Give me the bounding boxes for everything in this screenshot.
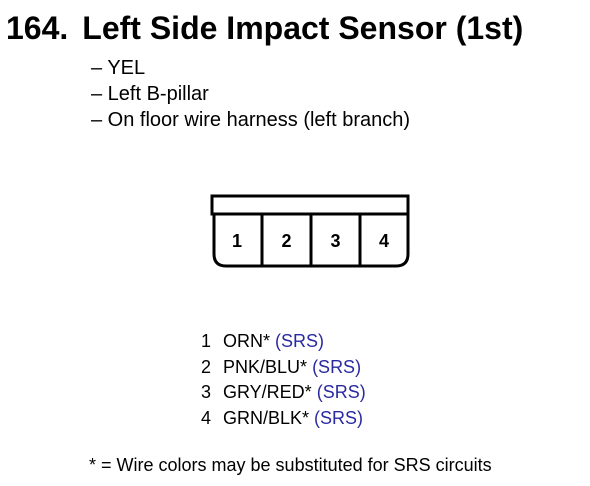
- pin-number: 3: [201, 382, 212, 402]
- pin-wire-color: ORN*: [223, 331, 271, 351]
- terminal-label: 3: [330, 231, 340, 251]
- pin-circuit: (SRS): [312, 356, 362, 377]
- detail-location: – Left B-pillar: [91, 83, 209, 105]
- terminal-label: 1: [232, 231, 242, 251]
- pin-wire-color: PNK/BLU*: [223, 356, 308, 377]
- pin-row: 3 GRY/RED* (SRS): [201, 380, 366, 406]
- detail-harness: – On floor wire harness (left branch): [91, 109, 411, 131]
- connector-diagram: 1 2 3 4: [210, 194, 410, 268]
- pin-number: 1: [201, 331, 212, 351]
- connector-details: – YEL – Left B-pillar – On floor wire ha…: [91, 55, 410, 133]
- terminal-label: 4: [379, 231, 389, 251]
- pin-row: 1 ORN* (SRS): [201, 329, 366, 355]
- pin-circuit: (SRS): [314, 407, 364, 428]
- connector-housing: [210, 194, 410, 268]
- page-title: 164. Left Side Impact Sensor (1st): [6, 8, 523, 48]
- pin-circuit: (SRS): [316, 382, 366, 402]
- pin-wire-color: GRN/BLK*: [223, 407, 310, 428]
- pin-number: 4: [201, 407, 212, 428]
- pin-wire-color: GRY/RED*: [223, 382, 312, 402]
- connector-name: Left Side Impact Sensor (1st): [82, 10, 524, 46]
- pin-row: 4 GRN/BLK* (SRS): [201, 406, 366, 432]
- terminal-label: 2: [281, 231, 291, 251]
- footnote: * = Wire colors may be substituted for S…: [89, 455, 492, 475]
- pin-row: 2 PNK/BLU* (SRS): [201, 355, 366, 381]
- pin-list: 1 ORN* (SRS) 2 PNK/BLU* (SRS) 3 GRY/RED* (S…: [201, 329, 366, 431]
- connector-number: 164.: [6, 10, 69, 46]
- detail-color: – YEL: [91, 57, 146, 79]
- pin-circuit: (SRS): [275, 331, 325, 351]
- pin-number: 2: [201, 356, 212, 377]
